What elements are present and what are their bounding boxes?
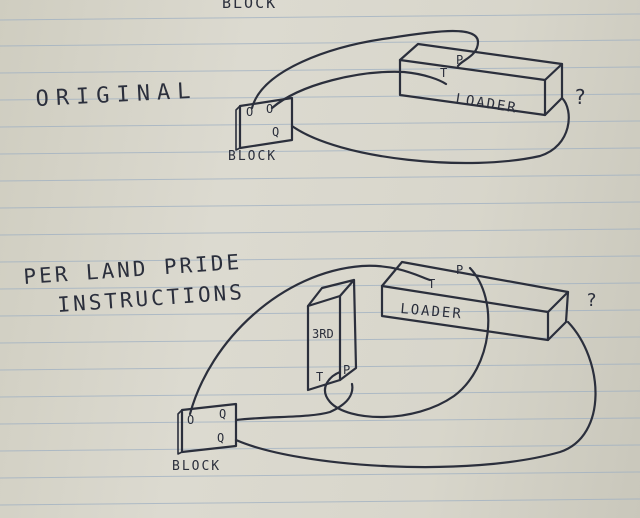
block-1-terminal-o1: O <box>246 105 253 119</box>
wire-2-block-to-third <box>234 382 354 422</box>
section-land-pride: PER LAND PRIDE INSTRUCTIONS LOADER T P ?… <box>23 250 597 474</box>
loader-2-question: ? <box>586 290 597 311</box>
loader-box-2 <box>380 260 570 342</box>
third-box-label: 3RD <box>312 327 334 341</box>
wire-1-bottom-loop <box>290 96 570 165</box>
block-2-terminal-q2: Q <box>217 431 224 445</box>
top-fragment-text: BLOCK <box>222 0 277 12</box>
heading-original: ORIGINAL <box>35 79 198 112</box>
block-2-label: BLOCK <box>172 459 221 474</box>
wire-2-big-loop <box>323 266 490 419</box>
block-2-terminal-q1: Q <box>219 407 226 421</box>
block-1-label: BLOCK <box>228 149 277 164</box>
third-box <box>306 278 358 392</box>
loader-1-terminal-p: P <box>456 53 463 67</box>
block-1 <box>235 96 294 151</box>
wire-1-to-loader-t <box>270 70 448 110</box>
loader-1-terminal-t: T <box>440 66 447 80</box>
block-2 <box>177 402 238 455</box>
block-1-terminal-o2: O <box>266 102 273 116</box>
wire-2-block-to-loader-t <box>188 264 432 416</box>
third-box-terminal-p: P <box>343 363 350 377</box>
block-1-terminal-q: Q <box>272 125 279 139</box>
loader-2-label: LOADER <box>400 301 464 322</box>
heading-land-pride-line2: INSTRUCTIONS <box>57 280 246 317</box>
block-2-terminal-o: O <box>187 413 194 427</box>
loader-2-terminal-p: P <box>456 263 463 277</box>
wire-2-bottom-loop <box>234 320 597 469</box>
loader-2-terminal-t: T <box>428 277 435 291</box>
third-box-terminal-t: T <box>316 370 323 384</box>
wire-1-top-loop <box>250 29 480 110</box>
loader-1-question: ? <box>574 85 586 109</box>
